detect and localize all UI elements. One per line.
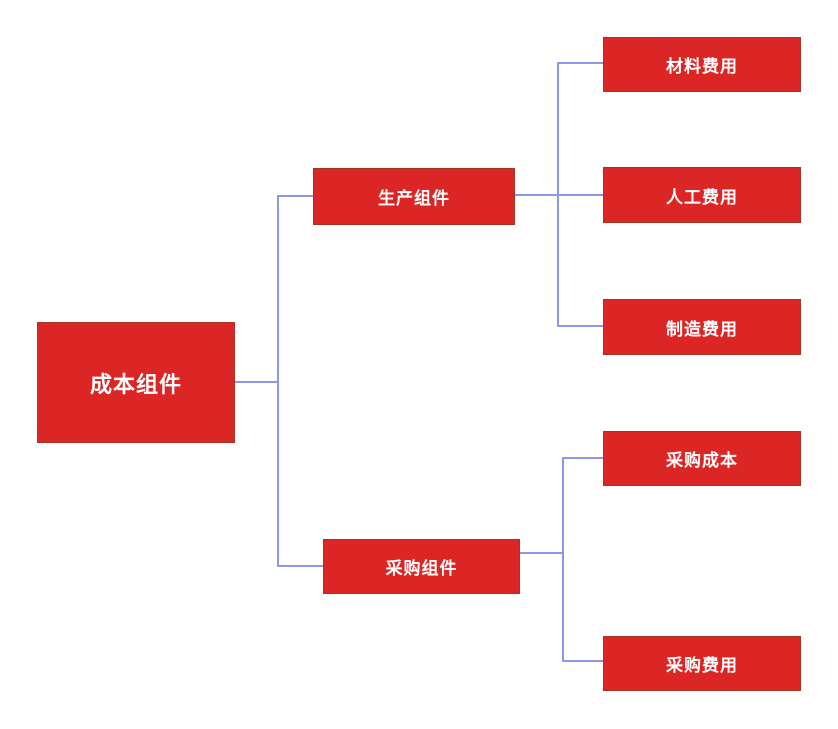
node-purchase-expense[interactable]: 采购费用	[603, 636, 801, 691]
node-label: 采购组件	[385, 559, 458, 578]
node-purchase-cost[interactable]: 采购成本	[603, 431, 801, 486]
node-label: 采购费用	[666, 656, 738, 675]
node-label: 人工费用	[666, 187, 738, 207]
node-material-cost[interactable]: 材料费用	[603, 37, 801, 92]
connector-procurement-purchase-expense	[520, 552, 603, 662]
connector-root-procurement	[235, 381, 323, 567]
node-label: 采购成本	[666, 451, 738, 470]
node-label: 制造费用	[666, 319, 738, 339]
node-manufacturing-cost[interactable]: 制造费用	[603, 299, 801, 355]
connector-production-manufacturing	[515, 194, 603, 327]
node-labor-cost[interactable]: 人工费用	[603, 167, 801, 223]
node-cost-components[interactable]: 成本组件	[37, 322, 235, 443]
node-label: 生产组件	[378, 189, 450, 208]
node-procurement-components[interactable]: 采购组件	[323, 539, 520, 594]
connector-procurement-purchase-cost	[520, 457, 603, 554]
node-label: 成本组件	[89, 371, 182, 397]
connector-production-material	[515, 62, 603, 196]
node-production-components[interactable]: 生产组件	[313, 168, 515, 225]
connector-root-production	[235, 195, 313, 383]
node-label: 材料费用	[666, 57, 738, 76]
